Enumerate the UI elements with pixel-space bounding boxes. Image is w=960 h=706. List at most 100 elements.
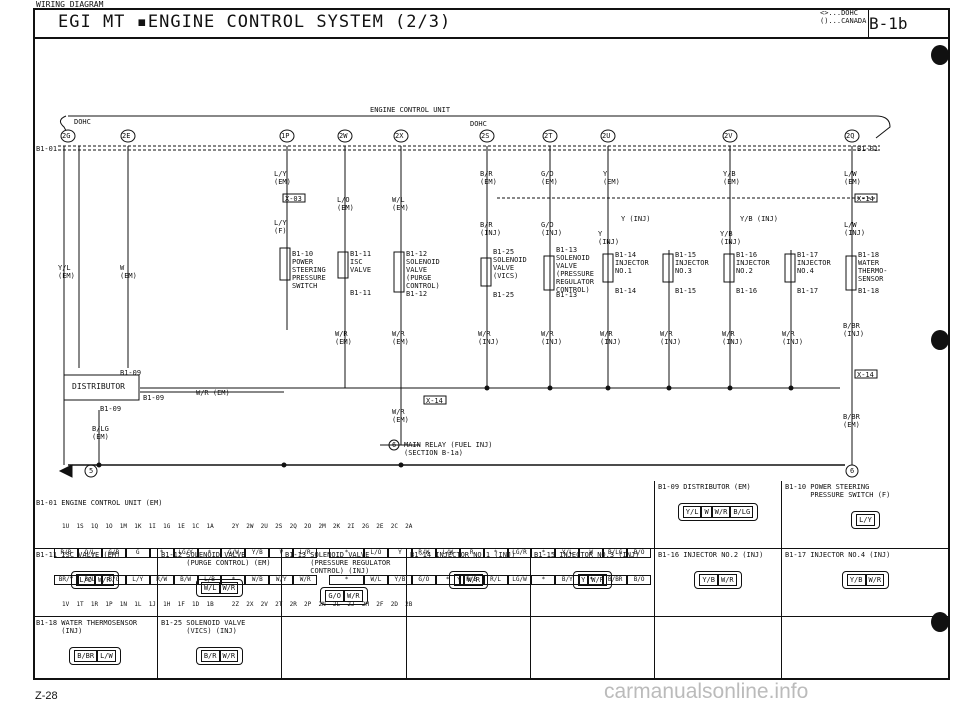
connector-tag: X-14: [426, 397, 443, 405]
component-injector-2: B1-16 INJECTOR NO.2: [736, 251, 770, 275]
ecu-connector-left: B1-01: [36, 145, 58, 153]
binder-hole-1: [931, 45, 949, 65]
connector-pin: L/Y: [856, 514, 875, 526]
connector-pin: W/L: [200, 582, 220, 594]
connector-pin: Y/B: [846, 574, 866, 586]
ecu-top-pins: 1U 1S 1Q 1O 1M 1K 1I 1G 1E 1C 1A 2Y 2W 2…: [62, 523, 413, 530]
ecu-pin-cell: R/L: [483, 575, 508, 585]
connector-tag: X-14: [857, 371, 874, 379]
ecu-pin-cell: W: [579, 548, 604, 558]
ecu-pin-label: 2U: [602, 132, 611, 140]
connector-tag: B1-09: [143, 394, 165, 402]
wire-label: Y/B (INJ): [740, 215, 778, 223]
connector-tag: X-03: [285, 195, 302, 203]
connector-tag: B1-16: [736, 287, 758, 295]
b112-title: B1-12 SOLENOID VALVE (PURGE CONTROL) (EM…: [161, 551, 271, 567]
ecu-pin-cell: R: [459, 548, 484, 558]
ecu-pin-circle: [600, 129, 616, 143]
connector-pin: B/LG: [730, 506, 754, 518]
ground-left: [58, 464, 98, 478]
ecu-pin-circle: [337, 129, 353, 143]
connector-pin: Y/B: [699, 574, 718, 586]
ecu-pin-cell: O/L: [77, 548, 102, 558]
page-top-fragment: WIRING DIAGRAM: [36, 0, 104, 9]
ecu-pin-circle: [479, 129, 495, 143]
connector-tag: B1-15: [675, 287, 697, 295]
b115-title: B1-15 INJECTOR NO.3 (INJ): [534, 551, 640, 559]
connector-pin: L/W: [97, 650, 116, 662]
binder-hole-2: [931, 330, 949, 350]
ecu-pin-cell: L/O: [364, 548, 388, 558]
wire-label: W/R (EM): [392, 408, 409, 424]
ecu-pin-cell: *: [329, 575, 365, 585]
page-number: Z-28: [35, 690, 58, 702]
ecu-dohc-left-label: DOHC: [74, 118, 91, 126]
wire-label: L/O (EM): [337, 196, 354, 212]
ecu-pin-cell: *: [435, 575, 460, 585]
relay-circle: [388, 439, 400, 451]
connector-tag: B1-09: [100, 405, 122, 413]
ecu-pin-label: 2W: [339, 132, 348, 140]
legend: <>...DOHC()...CANADA: [820, 9, 866, 25]
wire-label: B/R (EM): [480, 170, 497, 186]
connector-housing: L/Y: [851, 511, 880, 529]
empty-cell: [407, 617, 531, 680]
connector-pin: W/R: [588, 574, 607, 586]
watermark: carmanualsonline.info: [604, 680, 809, 703]
page-title: EGI MT ▪ENGINE CONTROL SYSTEM (2/3): [58, 12, 452, 32]
wire-label: W/R (EM): [196, 389, 230, 397]
b116-title: B1-16 INJECTOR NO.2 (INJ): [658, 551, 764, 559]
b113-cell: B1-13 SOLENOID VALVE (PRESSURE REGULATOR…: [282, 549, 407, 617]
ecu-pin-cell: *: [531, 575, 556, 585]
distributor-box: [63, 374, 140, 401]
ecu-pin-cell: G: [125, 548, 150, 558]
connector-pin: W: [701, 506, 712, 518]
wire-label: Y (INJ): [598, 230, 620, 246]
ecu-pinout-cell: B1-01 ENGINE CONTROL UNIT (EM) 1U 1S 1Q …: [33, 481, 655, 608]
connector-pin: Y: [454, 574, 465, 586]
ecu-title: ENGINE CONTROL UNIT: [370, 106, 451, 114]
wire-label: L/Y (F): [274, 219, 287, 235]
binder-hole-3: [931, 612, 949, 632]
wire-label: W/R (INJ): [660, 330, 682, 346]
ecu-pin-cell: B/O: [627, 575, 652, 585]
b110-pins: L/Y: [785, 511, 946, 529]
ecu-pin-cell: R/B: [459, 575, 484, 585]
ecu-pin-circle: [60, 129, 76, 143]
ecu-pin-label: 2E: [122, 132, 131, 140]
x-03-tag: [282, 193, 306, 203]
component-isc-valve: B1-11 ISC VALVE: [350, 250, 372, 274]
ecu-outline: [60, 115, 891, 139]
component-vics-solenoid: B1-25 SOLENOID VALVE (VICS): [493, 248, 527, 280]
connector-pin: W/R: [711, 506, 731, 518]
ecu-pin-circle: [542, 129, 558, 143]
section-code: B-1b: [869, 14, 908, 33]
ecu-pin-cell: R/B: [54, 548, 78, 558]
ecu-pin-cell: G/B: [101, 548, 126, 558]
ecu-pin-label: 2S: [481, 132, 490, 140]
connector-tag: B1-17: [797, 287, 819, 295]
b125-title: B1-25 SOLENOID VALVE (VICS) (INJ): [161, 619, 246, 635]
ecu-pin-label: 2Q: [846, 132, 855, 140]
ecu-pin-label: 2T: [544, 132, 553, 140]
connector-pin: Y: [578, 574, 589, 586]
connector-pin: W/R: [865, 574, 885, 586]
component-injector-1: B1-14 INJECTOR NO.1: [615, 251, 649, 275]
ecu-pin-cell: *: [149, 548, 174, 558]
connector-pin: G/O: [325, 590, 344, 602]
distributor-label: DISTRIBUTOR: [72, 382, 125, 391]
connector-pin: W/R: [464, 574, 483, 586]
b109-title: B1-09 DISTRIBUTOR (EM): [658, 483, 751, 491]
connector-tag: B1-25: [493, 291, 515, 299]
